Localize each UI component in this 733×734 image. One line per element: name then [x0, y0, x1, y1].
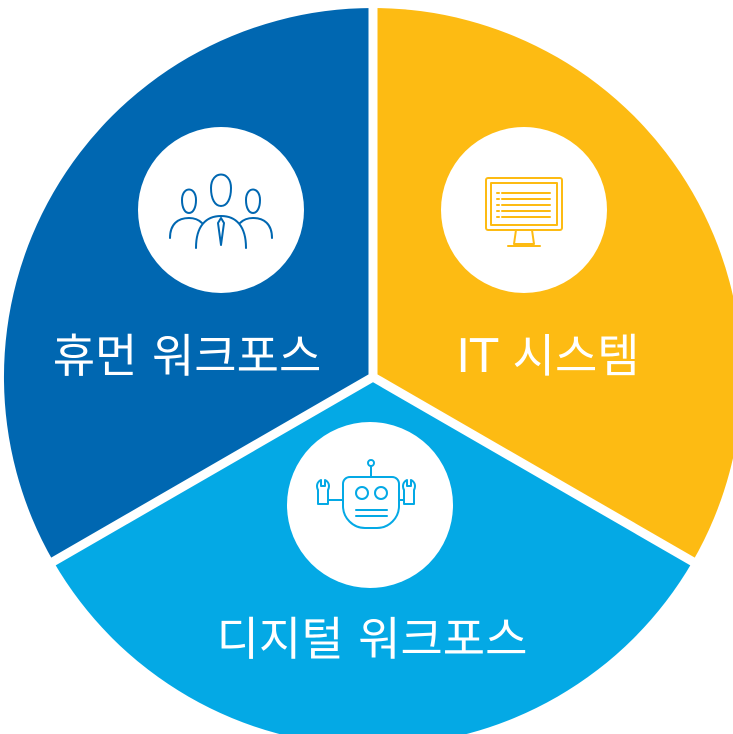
- icon-circle-digital-workforce: [287, 422, 453, 588]
- label-human-workforce: 휴먼 워크포스: [53, 329, 322, 383]
- segment-dividers: [44, 0, 702, 570]
- label-it-system: IT 시스템: [456, 329, 639, 383]
- robot-icon: [316, 459, 416, 529]
- icon-circle-human-workforce: [138, 127, 304, 293]
- computer-monitor-icon: [485, 177, 563, 247]
- divider-lower-right: [370, 373, 702, 570]
- segment-labels: 휴먼 워크포스 IT 시스템 디지털 워크포스: [53, 329, 640, 666]
- people-group-icon: [169, 173, 273, 249]
- divider-lower-left: [44, 373, 376, 570]
- label-digital-workforce: 디지털 워크포스: [217, 612, 528, 666]
